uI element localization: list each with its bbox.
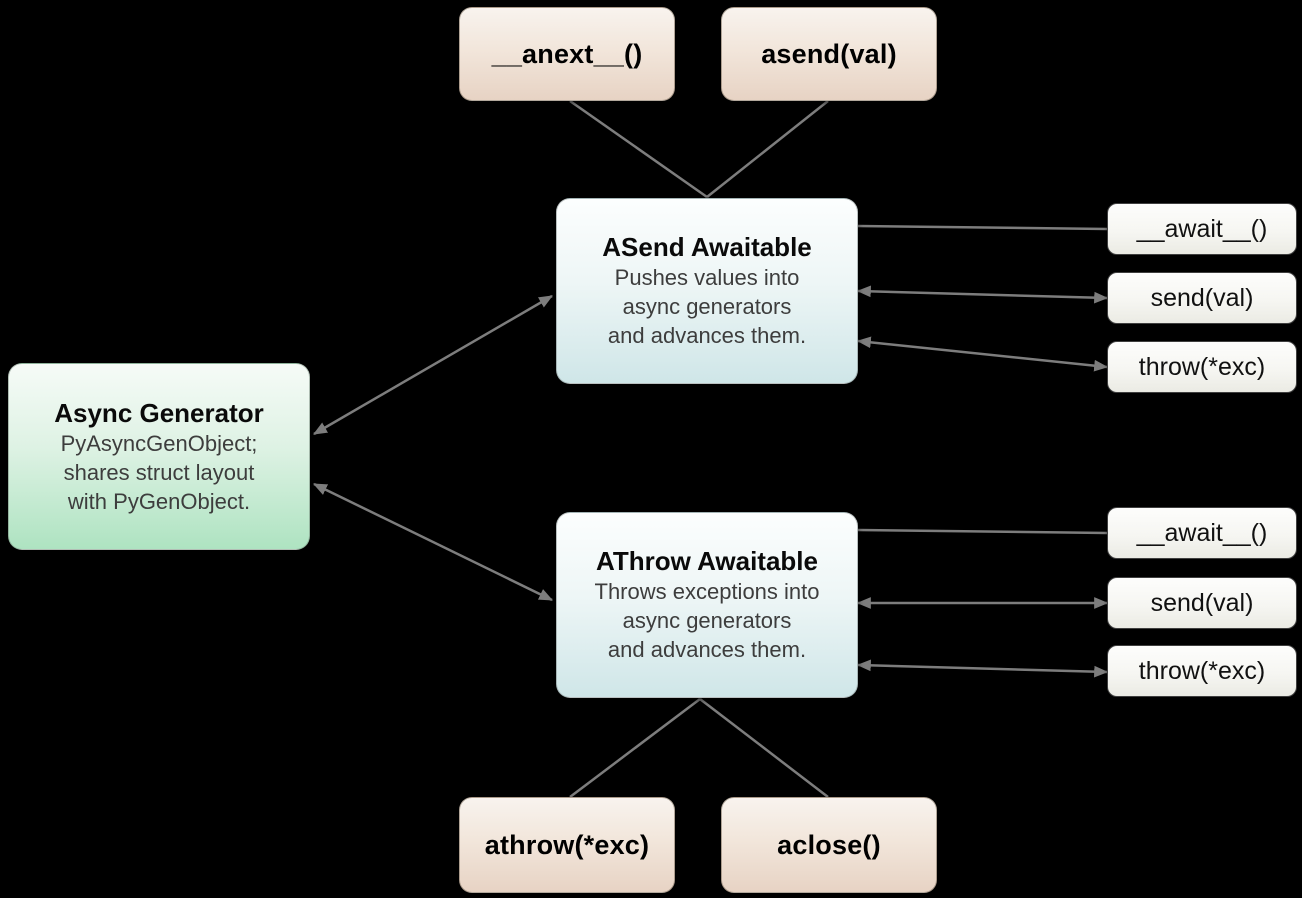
athrow-awaitable-description: Throws exceptions into async generators … — [594, 579, 820, 662]
edge-athrow-awaitable-to-await — [857, 528, 1108, 535]
edge-anext-to-asend-awaitable — [569, 99, 708, 199]
athrow-method-await-box: __await__() — [1107, 507, 1297, 559]
athrow-call-box: athrow(*exc) — [459, 797, 675, 893]
async-generator-box: Async Generator PyAsyncGenObject; shares… — [8, 363, 310, 550]
edge-asend-awaitable-to-throw — [856, 336, 1109, 372]
anext-box: __anext__() — [459, 7, 675, 101]
aclose-call-box: aclose() — [721, 797, 937, 893]
edge-athrow-awaitable-to-aclose-call — [699, 698, 829, 798]
edge-athrow-awaitable-to-athrow-call — [569, 698, 701, 798]
athrow-method-throw-box: throw(*exc) — [1107, 645, 1297, 697]
edge-athrow-awaitable-to-throw — [856, 659, 1109, 678]
edge-asend-to-asend-awaitable — [706, 100, 829, 198]
asend-call-box: asend(val) — [721, 7, 937, 101]
athrow-method-send-box: send(val) — [1107, 577, 1297, 629]
asend-method-send-box: send(val) — [1107, 272, 1297, 324]
edge-asyncgen-to-athrow-awaitable — [312, 482, 554, 602]
edge-asyncgen-to-asend-awaitable — [312, 294, 554, 436]
edge-asend-awaitable-to-send — [856, 285, 1109, 304]
edge-asend-awaitable-to-await — [857, 224, 1108, 231]
async-generator-description: PyAsyncGenObject; shares struct layout w… — [60, 430, 258, 514]
athrow-awaitable-title: AThrow Awaitable — [596, 546, 818, 576]
asend-method-await-box: __await__() — [1107, 203, 1297, 255]
async-generator-title: Async Generator — [54, 397, 264, 428]
asend-awaitable-description: Pushes values into async generators and … — [607, 265, 807, 348]
athrow-awaitable-box: AThrow Awaitable Throws exceptions into … — [556, 512, 858, 698]
asend-awaitable-title: ASend Awaitable — [602, 232, 812, 262]
asend-awaitable-box: ASend Awaitable Pushes values into async… — [556, 198, 858, 384]
asend-method-throw-box: throw(*exc) — [1107, 341, 1297, 393]
